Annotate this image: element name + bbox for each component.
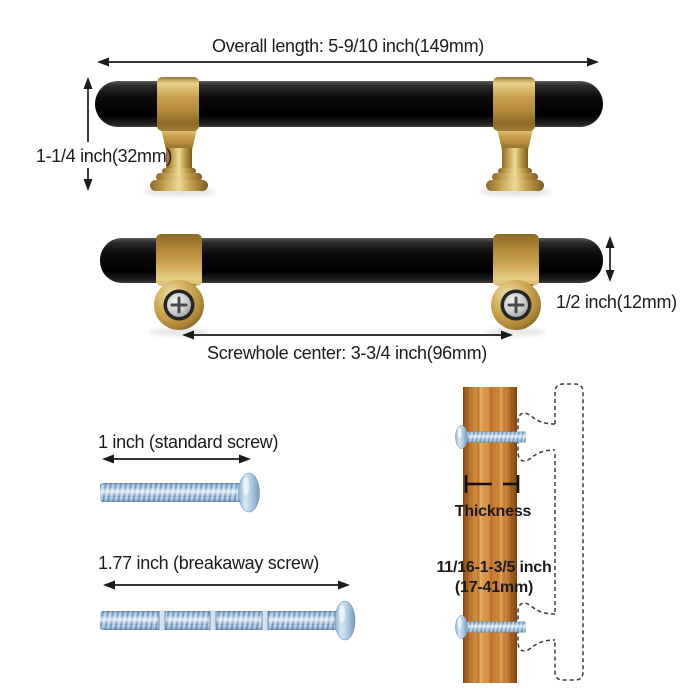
thickness-range-line1: 11/16-1-3/5 inch bbox=[436, 559, 552, 576]
base-ring bbox=[156, 173, 202, 181]
base-ring bbox=[486, 180, 544, 191]
screw-head bbox=[238, 472, 260, 513]
screw-head bbox=[334, 600, 356, 641]
mounting-screw-top bbox=[455, 425, 526, 449]
diameter-label: 1/2 inch(12mm) bbox=[556, 292, 677, 312]
screw-shaft-shading bbox=[464, 431, 526, 443]
screw-head-highlight bbox=[339, 605, 345, 623]
collar-flare bbox=[160, 125, 198, 154]
screw-shaft-shading bbox=[464, 621, 526, 633]
collar-flare bbox=[496, 125, 534, 154]
height-arrow bbox=[83, 77, 93, 191]
thickness-tick-marks bbox=[464, 475, 520, 493]
base-ring bbox=[150, 180, 208, 191]
base-ring bbox=[498, 168, 532, 174]
gold-collar bbox=[493, 234, 539, 286]
breakaway-screw-arrow bbox=[103, 580, 350, 590]
mounting-screw-bottom bbox=[455, 615, 526, 639]
breakaway-screw-illustration bbox=[100, 600, 356, 641]
screw-head bbox=[455, 425, 468, 449]
screwhole-center-arrow bbox=[182, 330, 513, 340]
wood-board bbox=[463, 387, 517, 683]
handle-dashed-outline bbox=[517, 383, 584, 681]
base-ring bbox=[162, 168, 196, 174]
gold-collar bbox=[493, 77, 535, 131]
overall-length-arrow bbox=[97, 57, 599, 67]
screw-shaft-shading bbox=[100, 483, 244, 502]
handle-bar bbox=[95, 81, 603, 127]
breakaway-screw-label: 1.77 inch (breakaway screw) bbox=[98, 553, 319, 573]
screw-head bbox=[455, 615, 468, 639]
base-ring bbox=[492, 173, 538, 181]
bottom-view-handle bbox=[100, 234, 603, 336]
gold-collar bbox=[157, 77, 199, 131]
screwhole-center-label: Screwhole center: 3-3/4 inch(96mm) bbox=[207, 343, 487, 363]
screw-head-highlight bbox=[457, 427, 462, 439]
handle-bar bbox=[100, 238, 603, 283]
screw-head-highlight bbox=[243, 477, 249, 495]
top-view-handle bbox=[95, 77, 603, 197]
thickness-range-line2: (17-41mm) bbox=[454, 579, 534, 596]
wood-panel bbox=[463, 387, 517, 683]
overall-length-label: Overall length: 5-9/10 inch(149mm) bbox=[212, 36, 484, 56]
screw-head-highlight bbox=[457, 617, 462, 629]
standard-screw-label: 1 inch (standard screw) bbox=[98, 432, 279, 452]
breakaway-notches bbox=[158, 610, 269, 631]
phillips-cross-icon bbox=[170, 296, 525, 314]
gold-collar bbox=[156, 234, 202, 286]
screw-shaft-shading bbox=[100, 611, 340, 630]
standard-screw-illustration bbox=[100, 472, 260, 513]
standard-screw-arrow bbox=[102, 454, 251, 464]
height-label: 1-1/4 inch(32mm) bbox=[35, 146, 173, 166]
thickness-label: Thickness bbox=[454, 503, 532, 520]
diameter-arrow bbox=[605, 236, 615, 282]
